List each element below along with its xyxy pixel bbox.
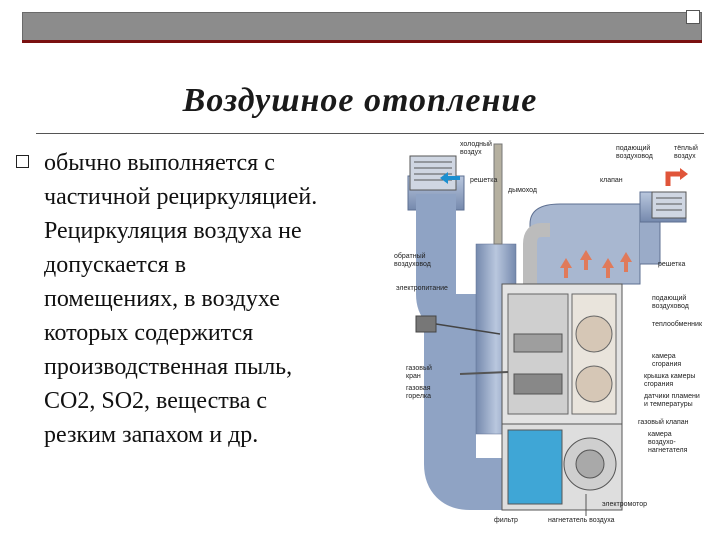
label-combustion-chamber: сгорания	[652, 361, 681, 368]
label-warm-air: воздух	[674, 153, 696, 160]
label-return-duct: обратный	[394, 252, 426, 260]
bullet-line: СО2, SO2, вещества с	[44, 388, 268, 414]
label-flame-sensor: датчики пламени	[644, 393, 700, 400]
bullet-line: производственная пыль,	[44, 354, 293, 380]
bullet-line: помещениях, в воздухе	[44, 286, 280, 312]
header-bar	[22, 12, 702, 42]
label-chamber-cover: крышка камеры	[644, 373, 695, 380]
cold-air-arrow-head	[440, 172, 448, 184]
label-motor: электромотор	[602, 501, 647, 508]
vent-pipe	[523, 223, 550, 284]
label-supplied-air: подающий	[616, 144, 650, 152]
label-gas-valve-left: газовый	[406, 364, 432, 372]
flue-pipe	[493, 143, 503, 245]
label-grille-right: решетка	[658, 261, 685, 268]
header-accent-line	[22, 40, 702, 43]
label-heat-exchanger: теплообменник	[652, 320, 703, 328]
furnace-diagram: холодный воздух решетка дымоход подающий…	[394, 140, 703, 524]
label-blower-chamber: воздухо-	[648, 439, 676, 446]
bullet-text: обычно выполняется с частичной рециркуля…	[44, 146, 409, 452]
label-blower: нагнетатель воздуха	[548, 517, 615, 524]
electric-box	[415, 315, 501, 335]
label-chamber-cover: сгорания	[644, 381, 673, 388]
label-gas-valve: газовый клапан	[638, 418, 689, 426]
label-grille-top: решетка	[470, 177, 497, 184]
slide-title: Воздушное отопление	[182, 82, 538, 119]
label-combustion-chamber: камера	[652, 353, 676, 360]
label-blower-chamber: нагнетателя	[648, 447, 688, 454]
return-grille	[409, 155, 457, 191]
bullet-line: Рециркуляция воздуха не	[44, 218, 302, 244]
label-supply-duct-right: подающий	[652, 294, 686, 302]
bullet-line: частичной рециркуляцией.	[44, 184, 318, 210]
label-warm-air: тёплый	[674, 144, 698, 152]
label-filter: фильтр	[494, 517, 518, 524]
supply-duct	[529, 191, 687, 285]
label-blower-chamber: камера	[648, 431, 672, 438]
bullet-line: которых содержится	[44, 320, 254, 346]
label-gas-valve-left: кран	[406, 373, 421, 380]
title-rule	[36, 133, 704, 134]
label-supply-duct-right: воздуховод	[652, 303, 689, 310]
bullet-line: допускается в	[44, 252, 187, 278]
label-return-duct: воздуховод	[394, 261, 431, 268]
warm-air-arrow-head	[680, 168, 688, 180]
furnace-cabinet	[501, 283, 623, 511]
label-cold-air: воздух	[460, 149, 482, 156]
bullet-line: резким запахом и др.	[44, 422, 259, 448]
label-flue: дымоход	[508, 187, 537, 194]
rising-air-arrows	[560, 250, 632, 278]
label-cold-air: холодный	[460, 140, 492, 148]
label-electric-supply: электропитание	[396, 285, 448, 292]
label-gas-line: горелка	[406, 393, 431, 400]
bullet-line: обычно выполняется с	[44, 150, 275, 176]
label-damper: клапан	[600, 177, 623, 184]
header-square-decoration	[686, 10, 700, 24]
gas-line	[459, 371, 509, 375]
label-flame-sensor: и температуры	[644, 401, 693, 408]
bullet-square-icon	[16, 155, 29, 168]
label-supplied-air: воздуховод	[616, 153, 653, 160]
label-gas-line: газовая	[406, 385, 431, 392]
warm-air-arrow	[665, 171, 682, 186]
